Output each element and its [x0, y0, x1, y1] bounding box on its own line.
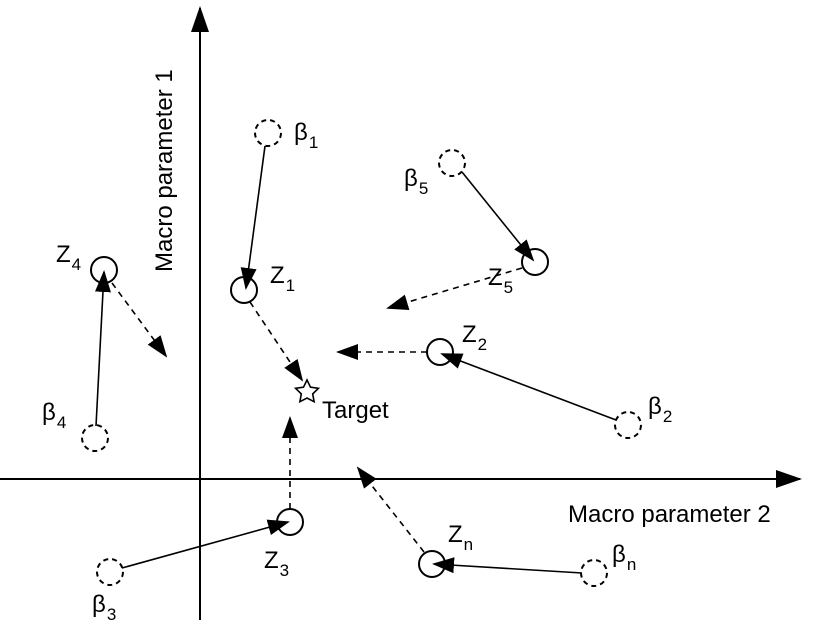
- arrow-beta5-to-z5: [461, 171, 535, 262]
- z-3-node: [276, 508, 304, 536]
- beta-4-node: [81, 424, 109, 452]
- beta-n-label: βn: [612, 541, 636, 574]
- arrow-zn-move: [356, 466, 425, 553]
- beta-4-label: β4: [42, 399, 66, 432]
- z-2-label: Z2: [462, 321, 487, 354]
- z-n-label: Zn: [448, 521, 473, 554]
- z-4-label: Z4: [56, 241, 81, 274]
- z-2-node: [426, 338, 454, 366]
- beta-3-label: β3: [92, 591, 116, 624]
- beta-2-label: β2: [648, 393, 672, 426]
- beta-5-node: [438, 149, 466, 177]
- arrow-z1-move: [249, 301, 304, 382]
- beta-1-node: [254, 119, 282, 147]
- target-label: Target: [322, 397, 389, 424]
- arrow-betan-to-zn: [432, 557, 583, 574]
- arrow-z4-move: [111, 282, 168, 358]
- target-star-icon: [293, 378, 321, 404]
- beta-1-label: β1: [294, 119, 318, 152]
- beta-n-node: [580, 559, 608, 587]
- arrow-z5-move: [386, 267, 523, 310]
- z-1-node: [230, 276, 258, 304]
- arrow-beta3-to-z3: [121, 519, 290, 569]
- arrow-beta2-to-z2: [440, 353, 617, 421]
- beta-5-label: β5: [404, 165, 428, 198]
- z-1-label: Z1: [270, 262, 295, 295]
- arrow-beta4-to-z4: [94, 270, 111, 427]
- z-3-label: Z3: [264, 547, 289, 580]
- z-5-label: Z5: [488, 264, 513, 297]
- z-5-node: [521, 248, 549, 276]
- beta-2-node: [614, 411, 642, 439]
- y-axis-label: Macro parameter 1: [151, 69, 178, 272]
- arrow-beta1-to-z1: [240, 145, 266, 290]
- beta-3-node: [96, 558, 124, 586]
- x-axis-label: Macro parameter 2: [568, 501, 771, 528]
